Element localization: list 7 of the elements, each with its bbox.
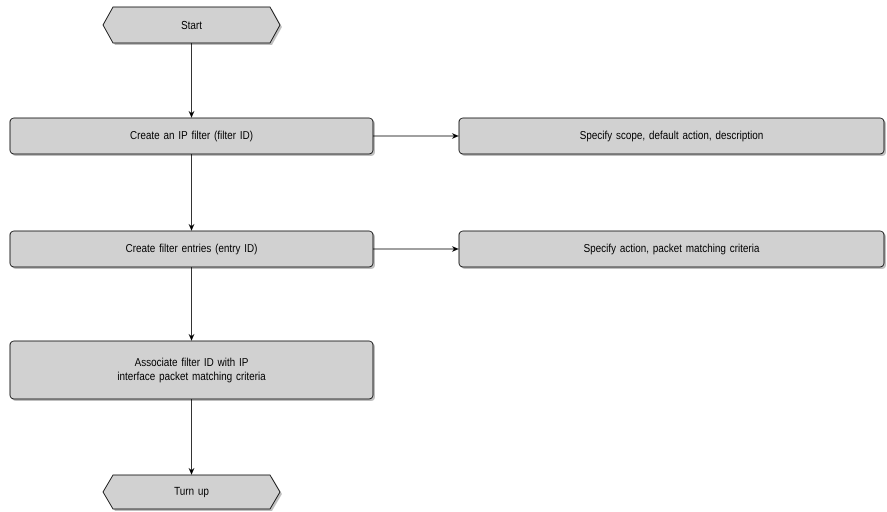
process-box: Create an IP filter (filter ID) (10, 118, 375, 156)
process-box: Associate filter ID with IP interface packet matching criteria (10, 340, 375, 401)
process-box: Specify action, packet matching criteria (458, 230, 886, 269)
terminal-hexagon: Turn up (102, 474, 282, 511)
process-box: Specify scope, default action, description (458, 118, 886, 156)
terminal-hexagon: Start (102, 6, 282, 45)
process-box: Create filter entries (entry ID) (10, 230, 375, 269)
